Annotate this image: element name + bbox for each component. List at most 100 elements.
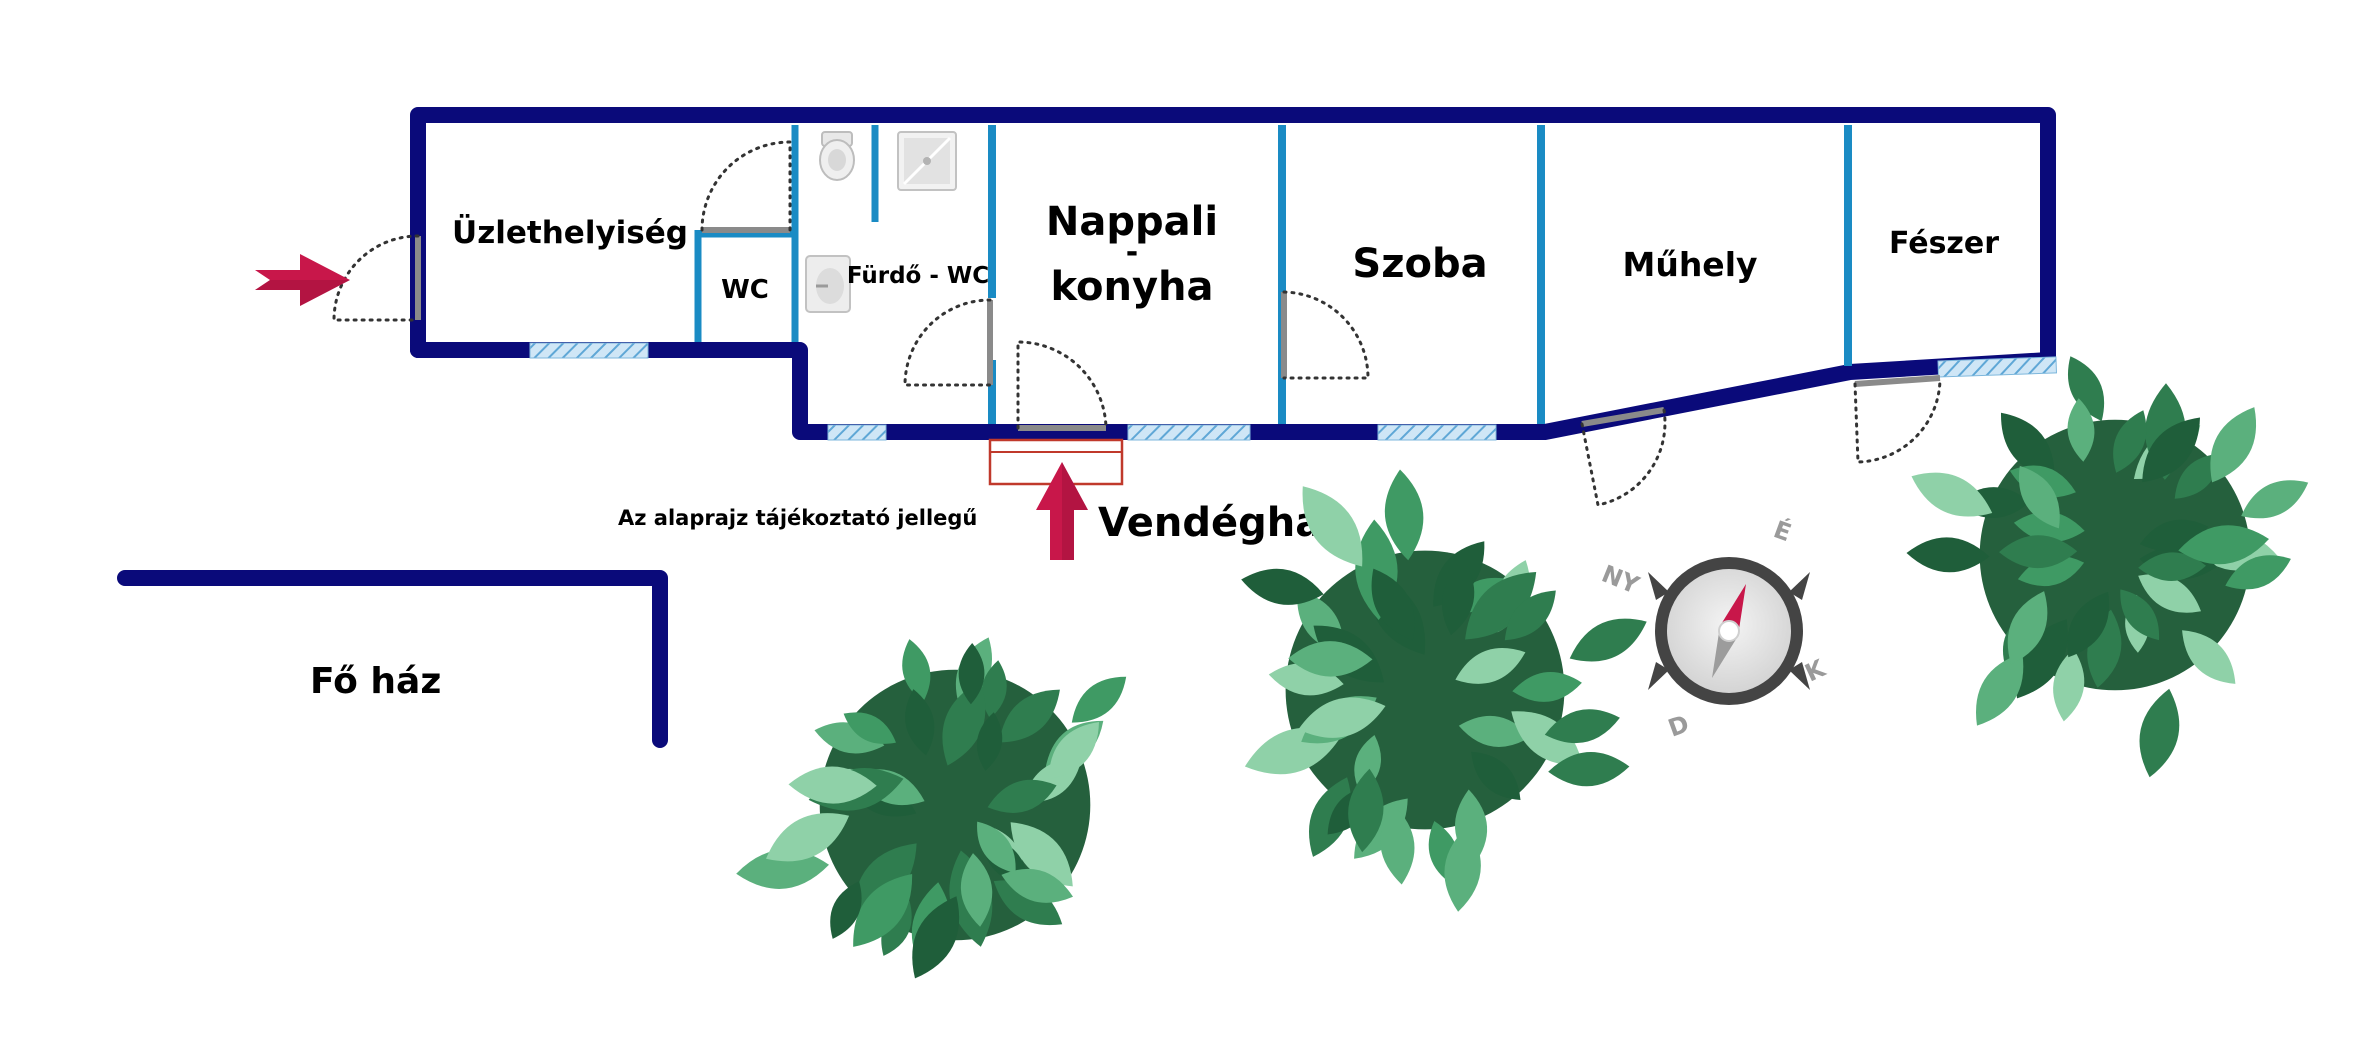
shower-icon: [897, 131, 957, 191]
plant-leaf: [853, 874, 913, 947]
plant-leaf: [2210, 407, 2257, 483]
plant-leaf: [1906, 537, 1990, 573]
room-label-bathroom: Fürdő - WC: [847, 263, 989, 289]
plant-leaf: [1441, 562, 1475, 636]
plant-leaf: [2013, 511, 2085, 543]
plant-leaf: [736, 849, 829, 889]
toilet-icon: [819, 131, 855, 181]
plant-leaf: [2225, 555, 2291, 590]
plant-leaf: [843, 712, 896, 744]
plant-leaf: [2000, 412, 2055, 479]
plant-leaf: [2182, 630, 2236, 684]
entry-arrow-west: [255, 254, 350, 306]
plant-leaf: [1302, 486, 1363, 567]
plant-leaf: [1384, 469, 1424, 561]
plant-leaf: [881, 900, 912, 956]
plant-leaf: [1010, 822, 1073, 887]
plant-leaf: [1511, 711, 1583, 766]
plant-leaf: [1999, 535, 2078, 569]
plant-leaf: [1298, 697, 1386, 738]
plant-leaf: [1455, 648, 1526, 684]
plant-leaf: [2007, 591, 2048, 665]
room-label-wc: WC: [721, 275, 769, 305]
sink-icon: [805, 255, 851, 313]
plant-leaf: [1544, 709, 1620, 744]
plant-leaf: [2241, 480, 2309, 519]
plant-leaf: [1548, 751, 1630, 787]
plant-leaf: [2138, 574, 2201, 613]
plant-leaf: [1512, 672, 1582, 702]
plant-icon: [1241, 469, 1647, 912]
plant-leaf: [1504, 590, 1556, 641]
room-label-living-line3: konyha: [1050, 264, 1213, 310]
room-label-shop: Üzlethelyiség: [452, 214, 688, 251]
plant-leaf: [1380, 804, 1415, 885]
plant-leaf: [993, 880, 1063, 926]
plant-leaf: [1288, 641, 1373, 677]
plant-leaf: [2018, 465, 2060, 529]
plant-leaf: [1444, 826, 1481, 912]
outer-wall: [410, 107, 2056, 368]
plant-leaf: [977, 821, 1016, 874]
plant-leaf: [2142, 417, 2200, 483]
room-label-room: Szoba: [1352, 241, 1487, 287]
plant-leaf: [2174, 453, 2221, 499]
outer-wall-south-west: [410, 342, 2056, 440]
disclaimer-note: Az alaprajz tájékoztató jellegű: [618, 506, 977, 530]
plant-leaf: [2178, 525, 2269, 565]
plant-leaf: [1308, 777, 1352, 857]
plant-leaf: [902, 639, 931, 702]
compass-icon: É K D NY: [1598, 514, 1831, 742]
plant-leaf: [981, 660, 1007, 719]
partition-walls: [694, 125, 1852, 424]
main-house-label: Fő ház: [310, 661, 441, 702]
plant-leaf: [960, 853, 993, 927]
plants: [736, 356, 2309, 979]
plant-leaf: [2015, 619, 2068, 699]
plant-leaf: [999, 689, 1060, 743]
compass-north: É: [1770, 514, 1795, 547]
plant-leaf: [1001, 868, 1073, 903]
plant-leaf: [1071, 676, 1127, 723]
room-label-living-line2: -: [1126, 235, 1138, 270]
plant-leaf: [2138, 552, 2206, 581]
doors: [332, 140, 1942, 507]
plant-leaf: [2067, 356, 2105, 421]
plant-leaf: [2067, 398, 2095, 462]
plant-leaf: [2053, 649, 2085, 722]
room-label-workshop: Műhely: [1622, 245, 1757, 284]
plant-leaf: [1241, 568, 1324, 605]
compass-west: NY: [1598, 560, 1644, 600]
plant-icon: [736, 637, 1127, 979]
windows: [529, 342, 2058, 441]
plant-leaf: [2120, 589, 2160, 641]
plant-leaf: [2113, 410, 2147, 473]
plant-leaf: [976, 712, 1003, 771]
plant-leaf: [905, 689, 935, 756]
plant-leaf: [942, 681, 986, 766]
plant-leaf: [987, 779, 1057, 813]
room-label-living-line1: Nappali: [1046, 199, 1218, 245]
plant-leaf: [1348, 768, 1384, 853]
plant-leaf: [1569, 618, 1647, 662]
plant-leaf: [1371, 568, 1415, 641]
plant-leaf: [788, 766, 877, 804]
plant-leaf: [912, 896, 960, 979]
plant-leaf: [1911, 472, 1993, 517]
plant-leaf: [1458, 715, 1531, 748]
plant-leaf: [852, 843, 917, 913]
compass-south: D: [1664, 710, 1692, 743]
plant-icon: [1906, 356, 2309, 778]
plant-leaf: [1471, 751, 1521, 800]
entry-arrow-main: [1036, 462, 1088, 560]
plant-leaf: [2067, 591, 2110, 658]
room-label-shed: Fészer: [1889, 226, 1999, 261]
plant-leaf: [830, 881, 862, 939]
plant-leaf: [766, 813, 850, 862]
plant-leaf: [958, 643, 985, 705]
plant-leaf: [2139, 688, 2180, 778]
plant-leaf: [1465, 572, 1537, 640]
plant-leaf: [1048, 722, 1099, 779]
plant-leaf: [1976, 653, 2024, 726]
